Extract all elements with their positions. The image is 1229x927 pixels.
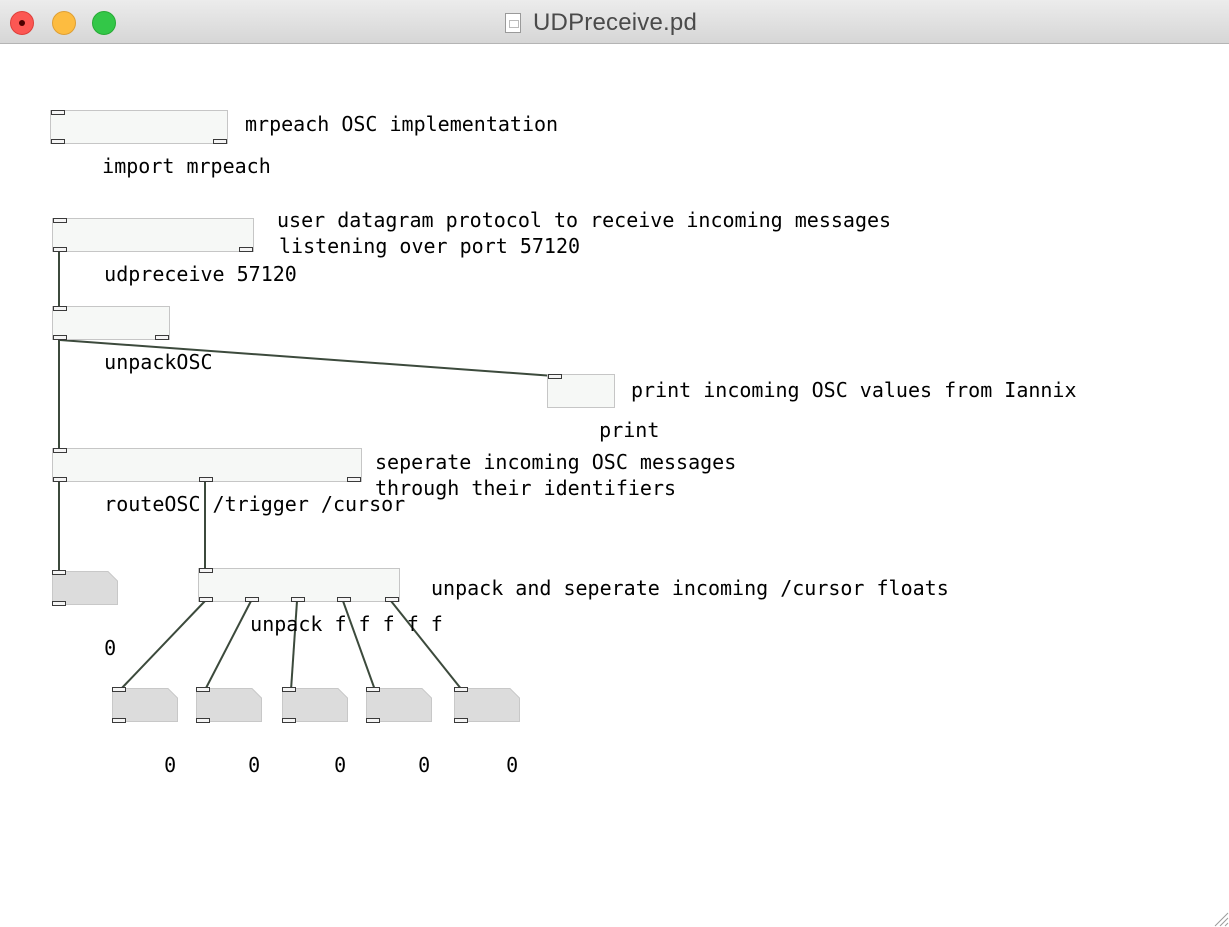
outlet[interactable] [199, 477, 213, 482]
object-routeosc[interactable]: routeOSC /trigger /cursor [52, 448, 405, 514]
comment-print: print incoming OSC values from Iannix [631, 378, 1077, 402]
comment-udpreceive-line2: listening over port 57120 [279, 234, 581, 258]
outlet[interactable] [51, 139, 65, 144]
inlet[interactable] [548, 374, 562, 379]
inlet[interactable] [454, 687, 468, 692]
comment-routeosc-line2: through their identifiers [375, 476, 677, 500]
number-value: 0 [164, 753, 177, 777]
number-box-cursor-1[interactable]: 0 [112, 687, 178, 775]
outlet[interactable] [199, 597, 213, 602]
inlet[interactable] [112, 687, 126, 692]
outlet[interactable] [454, 718, 468, 723]
outlet[interactable] [337, 597, 351, 602]
object-label: unpackOSC [104, 350, 213, 374]
object-label: print [599, 418, 660, 442]
outlet[interactable] [53, 335, 67, 340]
close-dot-icon [19, 20, 25, 26]
inlet[interactable] [52, 570, 66, 575]
comment-udpreceive-line1: user datagram protocol to receive incomi… [277, 208, 892, 232]
object-label: routeOSC /trigger /cursor [104, 492, 406, 516]
number-box-shape [52, 571, 118, 605]
number-box-shape [282, 688, 348, 722]
document-icon [505, 13, 521, 33]
comment-unpack: unpack and seperate incoming /cursor flo… [431, 576, 949, 600]
number-value: 0 [418, 753, 431, 777]
number-box-cursor-2[interactable]: 0 [196, 687, 262, 775]
object-label: udpreceive 57120 [104, 262, 297, 286]
title-bar[interactable]: UDPreceive.pd [0, 0, 1229, 44]
outlet[interactable] [291, 597, 305, 602]
outlet[interactable] [53, 247, 67, 252]
number-box-cursor-5[interactable]: 0 [454, 687, 520, 775]
number-box-trigger[interactable]: 0 [52, 570, 118, 658]
number-box-shape [112, 688, 178, 722]
number-box-cursor-3[interactable]: 0 [282, 687, 348, 775]
inlet[interactable] [53, 306, 67, 311]
comment-import: mrpeach OSC implementation [245, 112, 559, 136]
outlet[interactable] [245, 597, 259, 602]
outlet[interactable] [347, 477, 361, 482]
object-import-mrpeach[interactable]: import mrpeach [50, 110, 271, 176]
inlet[interactable] [53, 218, 67, 223]
number-value: 0 [506, 753, 519, 777]
inlet[interactable] [196, 687, 210, 692]
outlet[interactable] [53, 477, 67, 482]
outlet[interactable] [52, 601, 66, 606]
object-unpackosc[interactable]: unpackOSC [52, 306, 213, 372]
inlet[interactable] [199, 568, 213, 573]
inlet[interactable] [51, 110, 65, 115]
outlet[interactable] [196, 718, 210, 723]
object-print[interactable]: print [547, 374, 659, 440]
number-value: 0 [334, 753, 347, 777]
outlet[interactable] [112, 718, 126, 723]
object-udpreceive[interactable]: udpreceive 57120 [52, 218, 297, 284]
close-window-button[interactable] [10, 11, 34, 35]
number-value: 0 [248, 753, 261, 777]
outlet[interactable] [385, 597, 399, 602]
object-label: import mrpeach [102, 154, 271, 178]
resize-grip-icon[interactable] [1209, 907, 1229, 927]
inlet[interactable] [53, 448, 67, 453]
minimize-window-button[interactable] [52, 11, 76, 35]
number-box-shape [454, 688, 520, 722]
outlet[interactable] [366, 718, 380, 723]
object-unpack[interactable]: unpack f f f f f [198, 568, 443, 634]
window-title: UDPreceive.pd [533, 9, 698, 36]
number-box-cursor-4[interactable]: 0 [366, 687, 432, 775]
zoom-window-button[interactable] [92, 11, 116, 35]
number-value: 0 [104, 636, 117, 660]
outlet[interactable] [155, 335, 169, 340]
comment-routeosc-line1: seperate incoming OSC messages [375, 450, 737, 474]
outlet[interactable] [213, 139, 227, 144]
inlet[interactable] [366, 687, 380, 692]
number-box-shape [196, 688, 262, 722]
object-label: unpack f f f f f [250, 612, 443, 636]
number-box-shape [366, 688, 432, 722]
outlet[interactable] [239, 247, 253, 252]
window-title-group: UDPreceive.pd [505, 9, 697, 37]
outlet[interactable] [282, 718, 296, 723]
inlet[interactable] [282, 687, 296, 692]
